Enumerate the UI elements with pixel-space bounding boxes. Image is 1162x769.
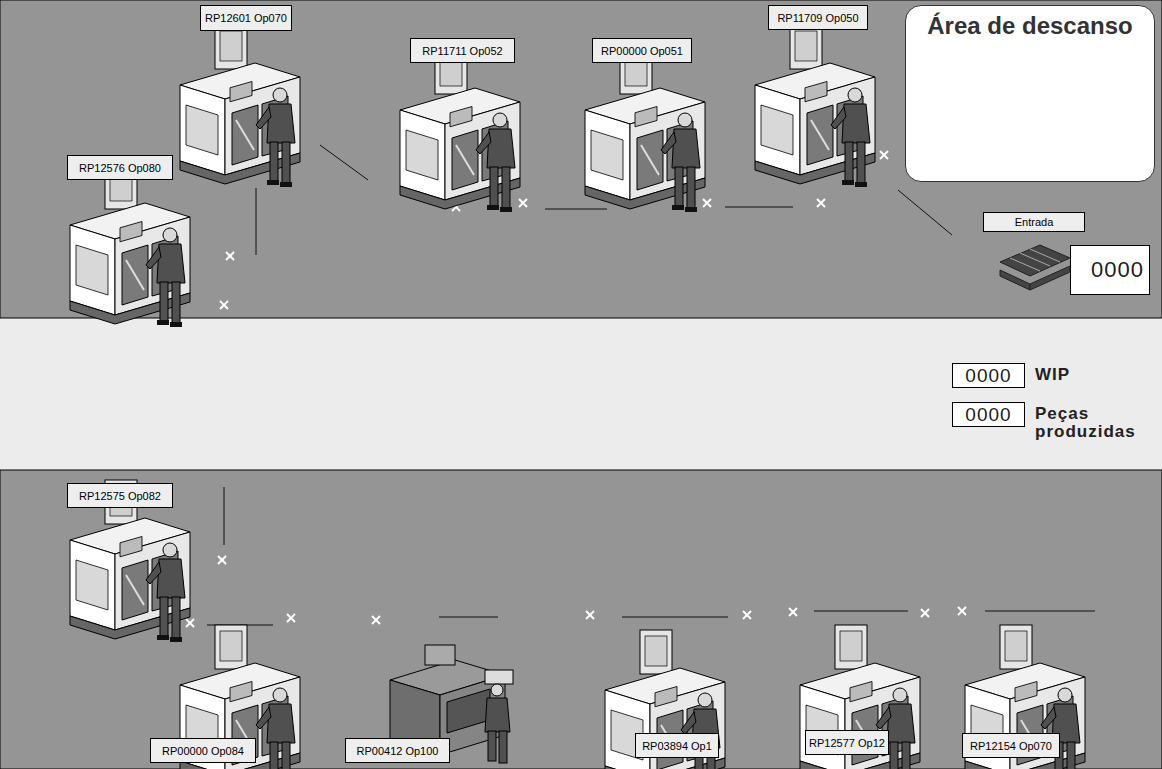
label-text: RP00000 Op051	[601, 45, 683, 57]
label-text: RP12575 Op082	[79, 490, 161, 502]
machine-label: RP12576 Op080	[67, 155, 173, 180]
machine-label: RP03894 Op1	[635, 733, 719, 758]
machine-label: RP11709 Op050	[768, 5, 868, 30]
entry-label: Entrada	[983, 212, 1085, 232]
machine-label: RP00412 Op100	[345, 738, 450, 763]
label-text: RP11711 Op052	[422, 45, 502, 57]
machine-label: RP00000 Op084	[150, 738, 256, 763]
label-text: RP03894 Op1	[642, 740, 712, 752]
counter-value: 0000	[965, 365, 1011, 387]
counter-value: 0000	[965, 404, 1011, 426]
machine-label: RP00000 Op051	[592, 38, 692, 63]
label-text: RP00412 Op100	[357, 745, 439, 757]
counter-caption: WIP	[1035, 366, 1155, 384]
machine-label: RP12154 Op070	[962, 733, 1060, 758]
counter-caption: Peças produzidas	[1035, 405, 1155, 441]
wip-counter: 0000WIP	[952, 363, 1025, 388]
label-text: RP11709 Op050	[777, 12, 858, 24]
machine-label: RP12575 Op082	[67, 483, 173, 508]
entry-counter: 0000	[1070, 245, 1150, 295]
machine-label: RP12577 Op12	[805, 730, 889, 755]
label-text: RP00000 Op084	[162, 745, 244, 757]
label-text: Entrada	[1015, 216, 1054, 228]
label-text: RP12154 Op070	[970, 740, 1052, 752]
label-text: Área de descanso	[927, 12, 1132, 39]
produced-counter: 0000Peças produzidas	[952, 402, 1025, 427]
label-text: RP12577 Op12	[809, 737, 885, 749]
rest-area: Área de descanso	[905, 5, 1155, 182]
machine-label: RP11711 Op052	[410, 38, 515, 63]
machine-label: RP12601 Op070	[200, 5, 292, 31]
label-text: RP12576 Op080	[79, 162, 161, 174]
counter-value: 0000	[1091, 257, 1144, 283]
label-text: RP12601 Op070	[205, 12, 287, 24]
